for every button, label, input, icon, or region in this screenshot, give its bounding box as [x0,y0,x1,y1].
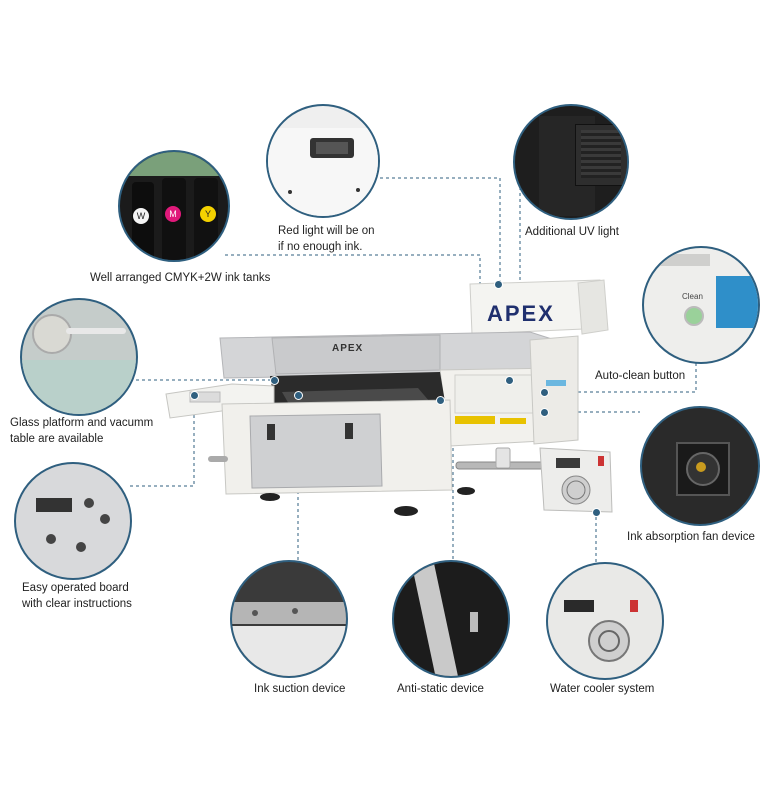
label-fan: Ink absorption fan device [627,531,755,543]
uv-lamp-housing [469,279,609,335]
dot-suction [294,391,303,400]
ink-suction-detail [230,560,348,678]
dot-auto-clean [540,388,549,397]
water-cooler-unit [539,447,613,513]
label-auto-clean: Auto-clean button [595,370,686,382]
glass-platform-detail [20,298,138,416]
dot-red-light [494,280,503,289]
red-light-detail [266,104,380,218]
ink-tank-magenta-label: M [165,206,181,222]
label-uv-light: Additional UV light [525,226,619,238]
label-glass-platform: Glass platform and vacumm table are avai… [10,417,154,445]
dot-glass-platform [270,376,279,385]
anti-static-detail [392,560,510,678]
dot-water-cooler [592,508,601,517]
label-ink-suction: Ink suction device [254,683,346,695]
clean-button[interactable] [684,306,704,326]
connector-ink-tanks [225,254,481,285]
label-water-cooler: Water cooler system [550,683,655,695]
dot-operated-board [190,391,199,400]
label-ink-tanks: Well arranged CMYK+2W ink tanks [90,272,271,284]
label-red-light: Red light will be on if no enough ink. [278,225,375,253]
connector-auto-clean [548,310,697,393]
clean-button-label: Clean [682,292,703,301]
ink-tanks-detail: W M Y [118,150,230,262]
ink-tank-white-label: W [133,208,149,224]
dot-uv-light [505,376,514,385]
label-anti-static: Anti-static device [397,683,484,695]
auto-clean-detail: Clean [642,246,760,364]
label-operated-board: Easy operated board with clear instructi… [22,582,132,610]
ink-tank-yellow-label: Y [200,206,216,222]
dot-fan [540,408,549,417]
connector-red-light [380,177,501,282]
brand-logo-small: APEX [332,343,364,354]
operated-board-detail [14,462,132,580]
brand-logo: APEX [487,301,555,326]
water-cooler-detail [546,562,664,680]
dot-anti-static [436,396,445,405]
uv-light-detail [513,104,629,220]
fan-detail [640,406,760,526]
